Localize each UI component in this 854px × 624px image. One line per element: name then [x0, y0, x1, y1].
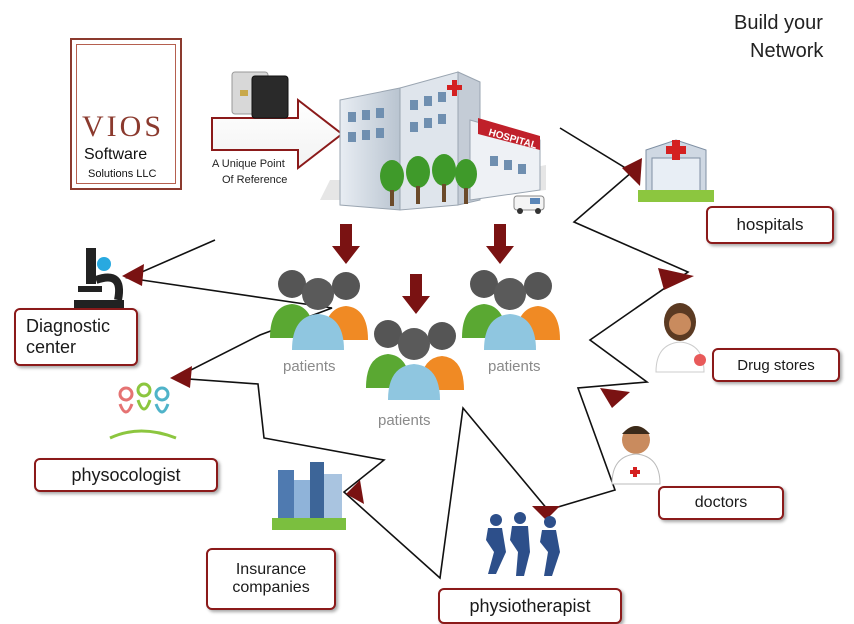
microscope-icon: [74, 248, 124, 308]
arrowhead-physocologist: [170, 366, 192, 388]
down-arrow-right: [486, 224, 514, 264]
insurance-label-line-1: Insurance: [235, 561, 307, 578]
physocologist-label: physocologist: [71, 464, 181, 485]
patients-label-right: patients: [488, 358, 541, 375]
pharmacist-icon: [655, 303, 706, 373]
physiotherapy-figures-icon: [486, 512, 560, 576]
diagnostic-label-line-1: Diagnostic: [26, 316, 111, 336]
physocologist-node: physocologist: [34, 458, 218, 492]
hospital-building-icon: HOSPITAL: [320, 71, 546, 214]
drug-stores-node: Drug stores: [712, 348, 840, 382]
psychologist-figures-icon: [109, 382, 177, 440]
vios-logo: VIOS Software Solutions LLC: [70, 38, 182, 190]
doctor-icon: [611, 426, 661, 485]
diagnostic-label-line-2: center: [26, 337, 77, 357]
drug-stores-label: Drug stores: [737, 356, 815, 374]
down-arrow-center: [402, 274, 430, 314]
logo-line-3: Solutions LLC: [88, 168, 157, 180]
patient-group-center-icon: [366, 320, 464, 400]
down-arrow-left: [332, 224, 360, 264]
small-hospital-icon: [638, 139, 714, 202]
insurance-node: Insurance companies: [206, 548, 336, 610]
hub-caption-line-1: A Unique Point: [212, 158, 285, 170]
arrowhead-drug-stores: [658, 268, 694, 290]
hospitals-node: hospitals: [706, 206, 834, 244]
physiotherapist-label: physiotherapist: [469, 595, 591, 616]
arrowhead-hospitals: [622, 158, 642, 186]
arrowhead-diagnostic: [122, 264, 144, 286]
doctors-node: doctors: [658, 486, 784, 520]
patients-label-center: patients: [378, 412, 431, 429]
hub-arrow: [211, 97, 344, 171]
insurance-buildings-icon: [272, 462, 346, 530]
logo-line-2: Software: [84, 146, 148, 163]
title-line-2: Network: [750, 40, 824, 62]
hub-caption-line-2: Of Reference: [222, 174, 288, 186]
logo-brand: VIOS: [82, 110, 165, 143]
doctors-label: doctors: [694, 494, 748, 511]
down-arrows: [332, 224, 514, 314]
patient-group-right-icon: [462, 270, 560, 350]
arrowhead-physiotherapist: [532, 506, 560, 520]
title-line-1: Build your: [734, 12, 823, 34]
cards-icon: [231, 71, 289, 119]
hospitals-label: hospitals: [736, 215, 804, 234]
arrowhead-doctors: [600, 388, 630, 408]
arrowhead-insurance: [346, 480, 364, 504]
connector-arrowheads: [122, 158, 694, 520]
patients-label-left: patients: [283, 358, 336, 375]
insurance-label-line-2: companies: [232, 579, 310, 596]
patient-group-left-icon: [270, 270, 368, 350]
diagnostic-center-node: Diagnostic center: [14, 308, 138, 366]
physiotherapist-node: physiotherapist: [438, 588, 622, 624]
